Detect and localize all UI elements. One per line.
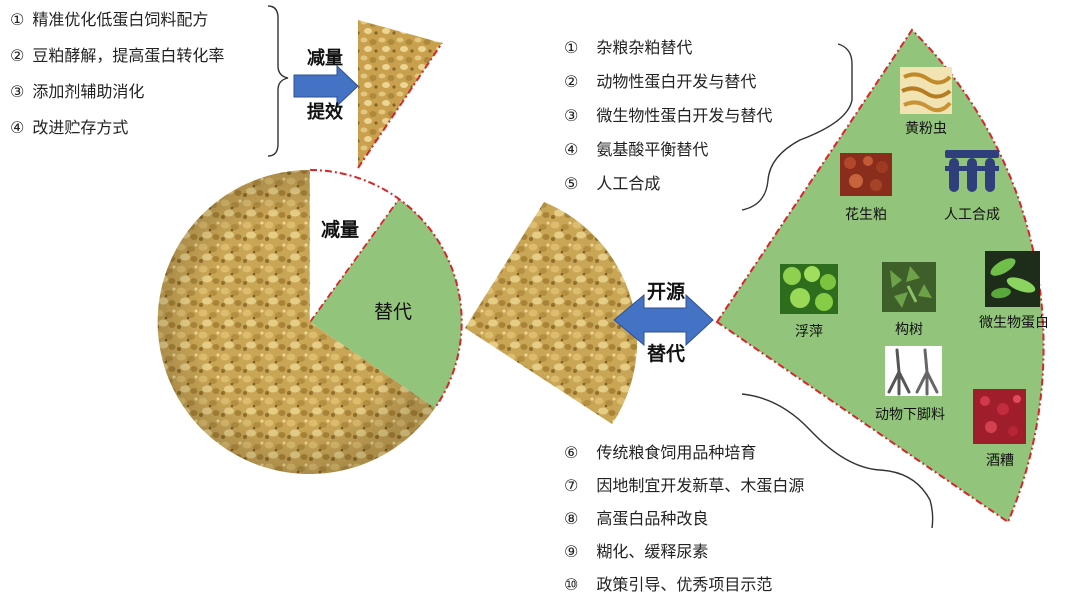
list-item: ④ 氨基酸平衡替代 xyxy=(564,140,708,160)
bottom-right-list-brace xyxy=(741,393,934,529)
item-number: ④ xyxy=(10,118,25,137)
item-number: ③ xyxy=(10,82,25,101)
arrow-label-open-source: 开源 xyxy=(647,280,685,303)
item-text: 动物性蛋白开发与替代 xyxy=(596,72,757,91)
item-text: 政策引导、优秀项目示范 xyxy=(596,575,773,594)
item-text: 人工合成 xyxy=(596,174,661,193)
middle-soy-wedge xyxy=(465,202,638,424)
reduction-slice xyxy=(310,170,399,322)
duckweed-icon xyxy=(780,264,838,314)
peanut-meal-icon xyxy=(840,153,892,196)
source-label-duckweed: 浮萍 xyxy=(795,324,823,340)
item-text: 精准优化低蛋白饲料配方 xyxy=(32,10,209,29)
item-number: ① xyxy=(564,38,579,57)
list-item: ⑦ 因地制宜开发新草、木蛋白源 xyxy=(564,476,804,496)
top-right-list-brace xyxy=(741,43,853,211)
list-item: ③ 微生物性蛋白开发与替代 xyxy=(564,106,772,126)
item-text: 因地制宜开发新草、木蛋白源 xyxy=(596,476,805,495)
list-item: ⑧ 高蛋白品种改良 xyxy=(564,509,708,529)
item-number: ⑩ xyxy=(564,575,579,594)
source-label-peanut-meal: 花生粕 xyxy=(845,207,887,223)
replacement-slice xyxy=(310,199,462,408)
paper-mulberry-icon xyxy=(882,262,936,312)
item-text: 传统粮食饲用品种培育 xyxy=(596,443,757,462)
circle-reduce-label: 减量 xyxy=(321,218,359,241)
left-list-brace xyxy=(267,5,289,157)
list-item: ⑤ 人工合成 xyxy=(564,174,660,194)
item-number: ⑦ xyxy=(564,476,579,495)
arrow-label-efficiency: 提效 xyxy=(307,101,344,123)
list-item: ① 杂粮杂粕替代 xyxy=(564,38,692,58)
item-number: ⑨ xyxy=(564,542,579,561)
source-label-microbial-protein: 微生物蛋白 xyxy=(979,315,1049,331)
item-number: ① xyxy=(10,10,25,29)
microbe-icon xyxy=(985,251,1040,307)
source-label-animal-byproducts: 动物下脚料 xyxy=(875,407,945,423)
source-label-mealworm: 黄粉虫 xyxy=(905,120,947,137)
distillers-grains-icon xyxy=(973,389,1026,444)
item-text: 糊化、缓释尿素 xyxy=(596,542,709,561)
item-number: ② xyxy=(564,72,579,91)
item-number: ④ xyxy=(564,140,579,159)
list-item: ② 动物性蛋白开发与替代 xyxy=(564,72,756,92)
chicken-feet-icon xyxy=(885,346,942,396)
source-label-distillers-grains: 酒糟 xyxy=(986,453,1014,469)
mealworm-icon xyxy=(900,67,952,114)
reduce-efficiency-arrow xyxy=(293,64,359,108)
item-text: 豆粕酵解，提高蛋白转化率 xyxy=(32,46,225,65)
list-item: ③ 添加剂辅助消化 xyxy=(10,82,144,102)
item-text: 改进贮存方式 xyxy=(32,118,129,137)
item-text: 杂粮杂粕替代 xyxy=(596,38,693,57)
item-text: 氨基酸平衡替代 xyxy=(596,140,709,159)
test-tubes-icon xyxy=(945,150,999,192)
list-item: ④ 改进贮存方式 xyxy=(10,118,128,138)
item-number: ⑥ xyxy=(564,443,579,462)
item-number: ② xyxy=(10,46,25,65)
arrow-label-replace: 替代 xyxy=(647,342,685,365)
open-source-replace-arrow xyxy=(613,293,714,347)
circle-replace-label: 替代 xyxy=(374,301,412,323)
reduced-soy-wedge xyxy=(357,20,443,169)
soybean-meal-circle xyxy=(157,169,463,474)
item-number: ⑧ xyxy=(564,509,579,528)
source-label-synthesis: 人工合成 xyxy=(944,207,1000,223)
arrow-label-reduce: 减量 xyxy=(307,47,343,69)
source-label-paper-mulberry: 构树 xyxy=(895,322,923,338)
list-item: ① 精准优化低蛋白饲料配方 xyxy=(10,10,208,30)
list-item: ② 豆粕酵解，提高蛋白转化率 xyxy=(10,46,224,66)
item-number: ③ xyxy=(564,106,579,125)
item-text: 高蛋白品种改良 xyxy=(596,509,709,528)
item-text: 添加剂辅助消化 xyxy=(32,82,145,101)
list-item: ⑥ 传统粮食饲用品种培育 xyxy=(564,443,756,463)
list-item: ⑩ 政策引导、优秀项目示范 xyxy=(564,575,772,595)
item-text: 微生物性蛋白开发与替代 xyxy=(596,106,773,125)
list-item: ⑨ 糊化、缓释尿素 xyxy=(564,542,708,562)
item-number: ⑤ xyxy=(564,174,579,193)
